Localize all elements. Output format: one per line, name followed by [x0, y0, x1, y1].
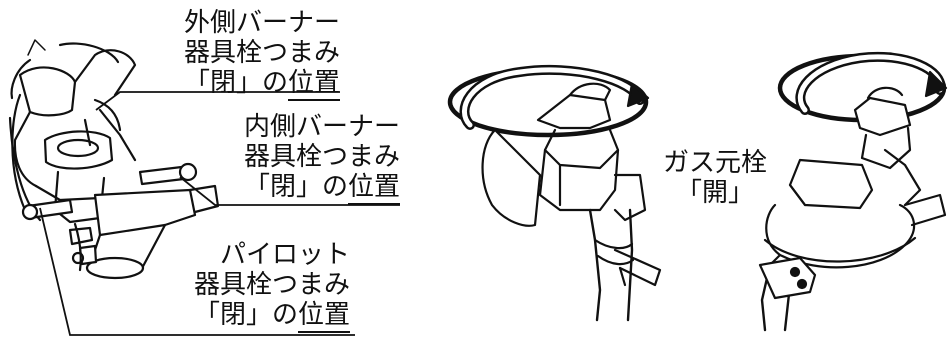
label-pilot-line2: 器具栓つまみ — [193, 270, 350, 300]
label-pilot-line3b: 位置 — [297, 300, 350, 333]
label-outer-burner-line2: 器具栓つまみ — [183, 38, 340, 68]
label-pilot-line1: パイロット — [219, 240, 350, 270]
label-inner-burner-line3: 「閉」の位置 — [220, 172, 400, 205]
label-inner-burner-line3b: 位置 — [347, 172, 400, 205]
burner-appliance — [8, 39, 220, 280]
label-outer-burner-line3: 「閉」の位置 — [160, 68, 340, 101]
label-gas-valve-line1: ガス元栓 — [662, 148, 767, 178]
label-outer-burner-line3a: 「閉」の — [183, 68, 288, 98]
label-outer-burner-line1: 外側バーナー — [183, 8, 340, 38]
label-outer-burner: 外側バーナー 器具栓つまみ 「閉」の位置 — [160, 8, 340, 101]
leader-lines — [39, 91, 400, 336]
regulator-drawing — [758, 51, 948, 332]
label-pilot-line3: 「閉」の位置 — [170, 300, 350, 333]
label-outer-burner-line3b: 位置 — [287, 68, 340, 101]
gas-valve-drawing — [447, 64, 662, 322]
label-inner-burner-line2: 器具栓つまみ — [243, 142, 400, 172]
label-gas-valve-line2: 「開」 — [675, 178, 754, 208]
label-inner-burner-line1: 内側バーナー — [243, 112, 400, 142]
label-inner-burner: 内側バーナー 器具栓つまみ 「閉」の位置 — [220, 112, 400, 205]
label-pilot-line3a: 「閉」の — [193, 300, 298, 330]
label-pilot: パイロット 器具栓つまみ 「閉」の位置 — [170, 240, 350, 333]
label-gas-valve: ガス元栓 「開」 — [650, 148, 780, 208]
label-inner-burner-line3a: 「閉」の — [243, 172, 348, 202]
